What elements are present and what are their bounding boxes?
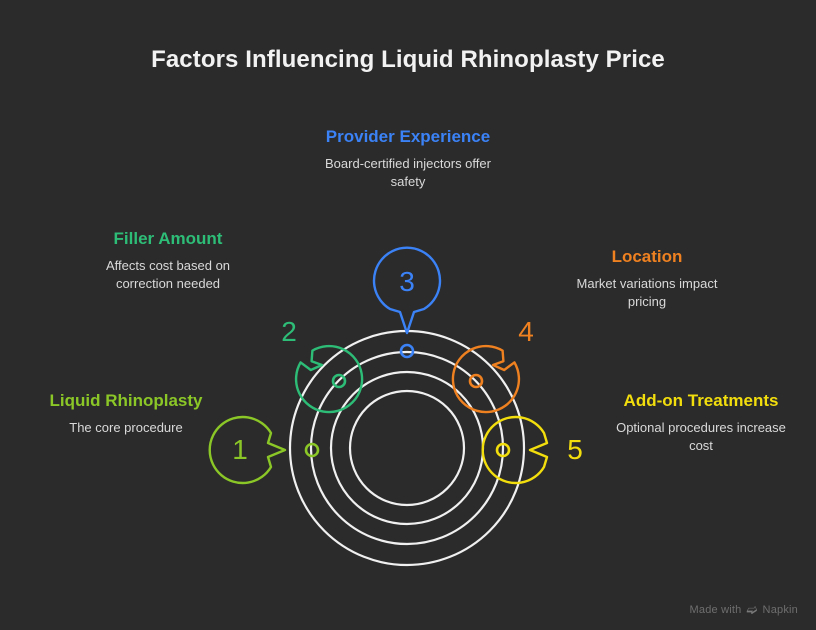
- callout-5-bubble[interactable]: [481, 415, 549, 485]
- label-location: Location Market variations impact pricin…: [562, 246, 732, 310]
- ring-outer: [288, 329, 526, 567]
- label-liquid-rhinoplasty-title: Liquid Rhinoplasty: [49, 391, 203, 410]
- callout-2-bubble[interactable]: [294, 344, 364, 414]
- label-filler-amount: Filler Amount Affects cost based on corr…: [78, 228, 258, 292]
- callout-1-bubble[interactable]: [208, 415, 287, 485]
- callout-4-marker[interactable]: [468, 373, 484, 389]
- ring-third: [329, 370, 485, 526]
- callout-5-number: 5: [567, 434, 583, 465]
- callout-3-bubble[interactable]: [372, 246, 442, 335]
- watermark-prefix: Made with: [689, 603, 742, 616]
- callout-5-marker[interactable]: [495, 442, 511, 458]
- callout-3[interactable]: 3: [372, 246, 442, 359]
- label-location-title: Location: [611, 247, 683, 266]
- label-provider-experience-title: Provider Experience: [325, 127, 491, 146]
- callout-4-bubble[interactable]: [451, 344, 521, 414]
- callout-1-marker[interactable]: [304, 442, 320, 458]
- callout-3-marker[interactable]: [399, 343, 415, 359]
- ring-second: [309, 350, 505, 546]
- callout-1-number: 1: [232, 434, 248, 465]
- label-add-on-treatments-title: Add-on Treatments: [623, 391, 779, 410]
- callout-1[interactable]: 1: [208, 415, 320, 485]
- watermark-brand: Napkin: [762, 603, 798, 616]
- callout-2-number: 2: [281, 316, 297, 347]
- page-title: Factors Influencing Liquid Rhinoplasty P…: [151, 46, 665, 73]
- label-provider-experience-desc: Board-certified injectors offer safety: [325, 156, 491, 189]
- ring-group: [288, 329, 526, 567]
- label-liquid-rhinoplasty: Liquid Rhinoplasty The core procedure: [33, 390, 219, 437]
- label-liquid-rhinoplasty-desc: The core procedure: [69, 420, 183, 436]
- label-filler-amount-title: Filler Amount: [113, 229, 223, 248]
- callout-3-number: 3: [399, 266, 415, 297]
- label-add-on-treatments: Add-on Treatments Optional procedures in…: [608, 390, 794, 454]
- callout-4-number: 4: [518, 316, 534, 347]
- label-provider-experience: Provider Experience Board-certified inje…: [323, 126, 493, 190]
- callout-5[interactable]: 5: [481, 415, 583, 485]
- callout-4[interactable]: 4: [451, 316, 534, 414]
- napkin-logo-icon: ➫: [746, 602, 758, 617]
- label-filler-amount-desc: Affects cost based on correction needed: [105, 258, 231, 291]
- watermark: Made with ➫ Napkin: [690, 603, 798, 616]
- label-add-on-treatments-desc: Optional procedures increase cost: [616, 420, 786, 453]
- ring-inner: [348, 389, 466, 507]
- label-location-desc: Market variations impact pricing: [576, 276, 718, 309]
- callout-2[interactable]: 2: [281, 316, 364, 414]
- callout-2-marker[interactable]: [331, 373, 347, 389]
